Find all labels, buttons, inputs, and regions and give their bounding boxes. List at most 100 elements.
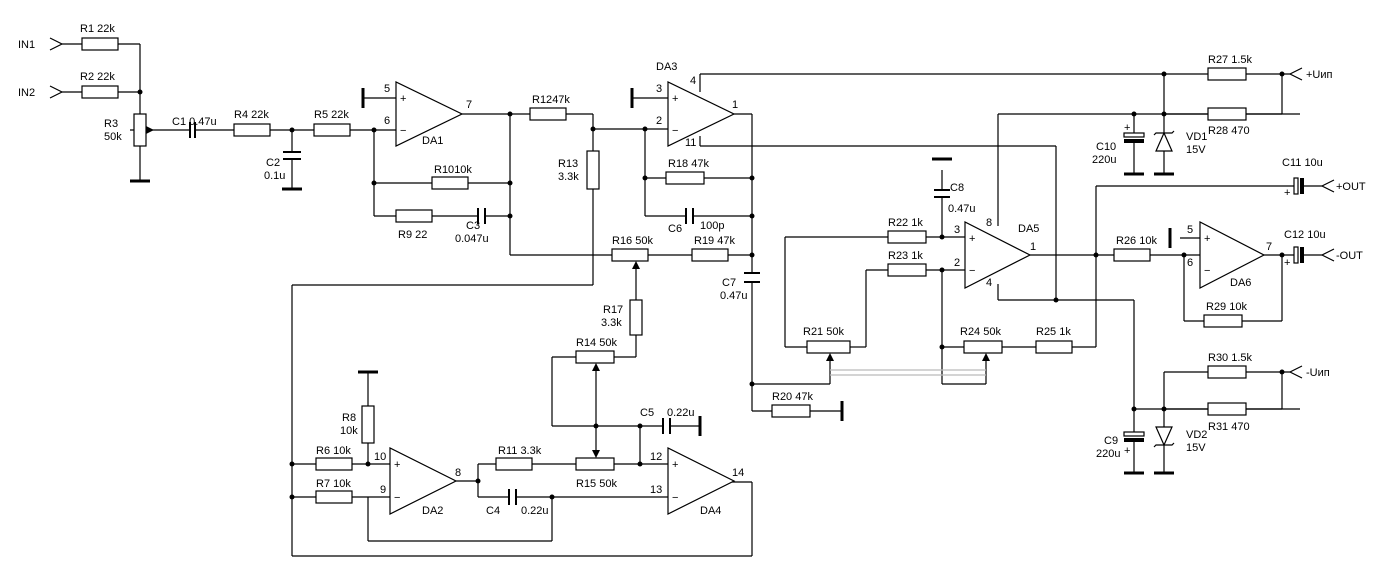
resistor-r27: R27 1.5k bbox=[1207, 54, 1253, 81]
c10-ref: C10 bbox=[1096, 141, 1116, 153]
vd2-value: 15V bbox=[1186, 442, 1206, 454]
svg-text:R18 47k: R18 47k bbox=[668, 158, 709, 170]
da1-minus-sign: − bbox=[400, 125, 406, 137]
svg-text:R5 22k: R5 22k bbox=[314, 109, 349, 121]
potentiometer-r24: R24 50k bbox=[960, 326, 1003, 361]
da3-plus-sign: + bbox=[672, 93, 678, 105]
capacitor-c9-electrolytic: C9 220u + bbox=[1096, 431, 1145, 460]
svg-text:R31 470: R31 470 bbox=[1208, 421, 1250, 433]
opamp-da3: + − 3 2 1 4 11 DA3 bbox=[656, 61, 738, 149]
r20-value: 47k bbox=[795, 391, 813, 403]
da2-minus-sign: − bbox=[394, 492, 400, 504]
svg-text:C11 10u: C11 10u bbox=[1282, 157, 1323, 169]
potentiometer-r3: R3 50k bbox=[104, 113, 154, 147]
resistor-r28: R28 470 bbox=[1207, 107, 1250, 137]
junction-dots bbox=[137, 71, 1285, 500]
opamp-da5: + − 3 2 1 8 4 DA5 bbox=[954, 217, 1039, 289]
r28-ref: R28 bbox=[1208, 125, 1228, 137]
r28-value: 470 bbox=[1231, 125, 1249, 137]
svg-text:R27 1.5k: R27 1.5k bbox=[1208, 54, 1253, 66]
da3-label: DA3 bbox=[656, 61, 677, 73]
resistor-r19: R19 47k bbox=[691, 235, 735, 262]
opamp-da1: + − 5 6 7 DA1 bbox=[384, 81, 472, 147]
vd1-ref: VD1 bbox=[1186, 131, 1207, 143]
capacitor-c10-electrolytic: C10 220u + bbox=[1092, 122, 1145, 166]
wires bbox=[62, 43, 1322, 557]
da1-pin6: 6 bbox=[384, 115, 390, 127]
r16-value: 50k bbox=[635, 235, 653, 247]
c11-plus: + bbox=[1284, 187, 1290, 199]
r31-ref: R31 bbox=[1208, 421, 1228, 433]
c9-plus: + bbox=[1124, 445, 1130, 457]
r23-ref: R23 bbox=[888, 250, 908, 262]
da3-pin3: 3 bbox=[656, 83, 662, 95]
r8-value: 10k bbox=[340, 425, 358, 437]
capacitor-c1: C1 0.47u bbox=[172, 116, 217, 138]
r13-ref: R13 bbox=[558, 158, 578, 170]
c11-value: 10u bbox=[1304, 157, 1322, 169]
r3-ref: R3 bbox=[104, 118, 118, 130]
resistor-r10: R1010k bbox=[431, 164, 472, 190]
svg-text:R28 470: R28 470 bbox=[1208, 125, 1250, 137]
svg-text:R20 47k: R20 47k bbox=[772, 391, 813, 403]
svg-text:R2 22k: R2 22k bbox=[80, 71, 115, 83]
r12-value: 47k bbox=[552, 94, 570, 106]
da1-pin7: 7 bbox=[466, 99, 472, 111]
r26-ref: R26 bbox=[1116, 235, 1136, 247]
resistor-r2: R2 22k bbox=[80, 71, 119, 99]
r29-ref: R29 bbox=[1206, 301, 1226, 313]
c1-ref: C1 bbox=[172, 116, 186, 128]
r24-ref: R24 bbox=[960, 326, 980, 338]
r5-ref: R5 bbox=[314, 109, 328, 121]
svg-text:R15 50k: R15 50k bbox=[576, 478, 617, 490]
da1-label: DA1 bbox=[422, 135, 443, 147]
r15-value: 50k bbox=[599, 478, 617, 490]
r17-ref: R17 bbox=[603, 304, 623, 316]
svg-text:R4 22k: R4 22k bbox=[234, 109, 269, 121]
r4-ref: R4 bbox=[234, 109, 248, 121]
r22-value: 1k bbox=[911, 217, 923, 229]
svg-text:R19 47k: R19 47k bbox=[694, 235, 735, 247]
svg-text:R1010k: R1010k bbox=[434, 164, 472, 176]
capacitor-c11-electrolytic: C11 10u + bbox=[1282, 157, 1323, 199]
da5-pin8: 8 bbox=[986, 217, 992, 229]
c3-value: 0.047u bbox=[455, 233, 489, 245]
svg-text:R24 50k: R24 50k bbox=[960, 326, 1001, 338]
resistor-r6: R6 10k bbox=[315, 445, 353, 471]
r18-value: 47k bbox=[691, 158, 709, 170]
capacitor-c3: C3 0.047u bbox=[455, 208, 489, 245]
da5-pin2: 2 bbox=[954, 257, 960, 269]
r26-value: 10k bbox=[1139, 235, 1157, 247]
da4-minus-sign: − bbox=[672, 492, 678, 504]
r25-ref: R25 bbox=[1036, 326, 1056, 338]
r11-ref: R11 bbox=[498, 445, 517, 457]
da6-plus-sign: + bbox=[1204, 233, 1210, 245]
r6-ref: R6 bbox=[316, 445, 330, 457]
zener-diode-vd2: VD2 15V bbox=[1153, 426, 1207, 454]
capacitor-c2: C2 0.1u bbox=[264, 151, 301, 182]
resistor-r8: R8 10k bbox=[340, 405, 375, 444]
c6-ref: C6 bbox=[668, 223, 682, 235]
svg-text:R26 10k: R26 10k bbox=[1116, 235, 1157, 247]
port-in2-label: IN2 bbox=[18, 87, 35, 99]
potentiometer-r15: R15 50k bbox=[575, 450, 617, 490]
potentiometer-r16: R16 50k bbox=[611, 235, 653, 269]
resistor-r22: R22 1k bbox=[887, 217, 927, 244]
da5-label: DA5 bbox=[1018, 223, 1039, 235]
r30-value: 1.5k bbox=[1231, 352, 1252, 364]
gang-link bbox=[830, 369, 986, 376]
c9-ref: C9 bbox=[1104, 435, 1118, 447]
c6-value: 100p bbox=[700, 220, 724, 232]
r22-ref: R22 bbox=[888, 217, 908, 229]
opamp-da4: + − 12 13 14 DA4 bbox=[650, 447, 744, 517]
r31-value: 470 bbox=[1231, 421, 1249, 433]
resistor-r25: R25 1k bbox=[1035, 326, 1073, 354]
r13-value: 3.3k bbox=[558, 171, 579, 183]
svg-text:R30 1.5k: R30 1.5k bbox=[1208, 352, 1253, 364]
r2-value: 22k bbox=[97, 71, 115, 83]
c1-value: 0.47u bbox=[189, 116, 217, 128]
resistor-r9: R9 22 bbox=[395, 209, 433, 241]
c12-plus: + bbox=[1284, 257, 1290, 269]
resistor-r30: R30 1.5k bbox=[1207, 352, 1253, 379]
r4-value: 22k bbox=[251, 109, 269, 121]
